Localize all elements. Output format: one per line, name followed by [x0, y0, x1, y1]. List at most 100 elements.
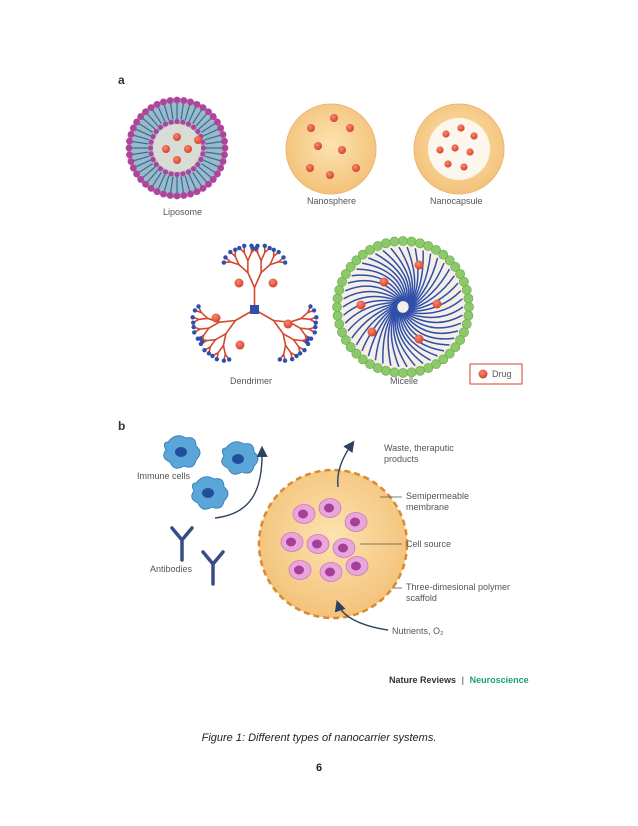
lipid-head	[213, 170, 221, 178]
dendrimer-end-group	[302, 348, 307, 353]
dendrimer-branch	[200, 311, 209, 320]
cell-source-cluster	[280, 498, 369, 582]
dendrimer-branch	[214, 332, 227, 341]
polymer-tail	[394, 310, 416, 367]
polymer-tail	[392, 309, 408, 368]
dendrimer-branch	[292, 338, 304, 342]
lipid-tail	[152, 109, 162, 124]
lipid-head	[160, 190, 167, 198]
dendrimer-branch	[284, 344, 292, 354]
dendrimer-end-group	[250, 245, 255, 251]
drug-particle	[436, 146, 444, 154]
lipid-head	[180, 171, 186, 177]
dendrimer-branch	[282, 332, 287, 347]
dendrimer-end-group	[276, 249, 281, 255]
cell-nucleus	[325, 567, 335, 577]
cell-nucleus	[350, 517, 360, 527]
dendrimer-end-group	[305, 341, 311, 347]
drug-particle	[414, 334, 424, 344]
liposome-inner-heads	[147, 118, 207, 178]
hydrophilic-head	[463, 310, 474, 321]
polymer-tail	[406, 298, 463, 315]
lipid-tail	[192, 109, 202, 124]
lipid-tail	[195, 169, 207, 183]
lipid-tail	[163, 175, 170, 192]
lipid-head	[193, 188, 201, 196]
scaffold-label-line1: Three-dimesional polymer	[406, 582, 510, 592]
drug-particle	[432, 299, 442, 309]
lipid-head	[147, 104, 155, 112]
lipid-tail	[188, 106, 197, 122]
polymer-tail	[374, 306, 398, 361]
hydrophilic-head	[365, 359, 375, 370]
lipid-head	[209, 176, 217, 183]
polymer-tail	[347, 302, 399, 332]
dendrimer-end-group	[277, 357, 283, 362]
antibodies-label: Antibodies	[150, 564, 193, 574]
hydrophilic-head	[464, 302, 474, 312]
dendrimer-end-group	[200, 339, 205, 345]
lipid-tail	[180, 103, 184, 120]
polymer-tail	[399, 312, 438, 357]
drug-particle	[194, 136, 202, 144]
polymer-tail	[408, 262, 445, 310]
drug-particle	[306, 164, 314, 172]
dendrimer-branch	[269, 255, 275, 266]
drug-particle	[451, 144, 459, 152]
lipid-head	[180, 97, 188, 104]
dendrimer-branches	[191, 245, 318, 362]
dendrimer-branch	[299, 327, 310, 330]
dendrimer-branch	[222, 344, 227, 355]
drug-particle	[460, 163, 468, 171]
cell-nucleus	[351, 561, 361, 571]
polymer-tail	[361, 262, 406, 302]
dendrimer-branch	[208, 321, 221, 330]
liposome-label: Liposome	[163, 207, 202, 217]
dendrimer-branch	[229, 261, 240, 266]
polymer-tail	[405, 306, 464, 319]
cell-nucleus	[294, 565, 304, 575]
lipid-head	[150, 156, 156, 163]
drug-particle	[414, 260, 424, 270]
hydrophilic-head	[398, 236, 408, 246]
membrane-label-line2: membrane	[406, 502, 449, 512]
lipid-head	[187, 190, 194, 198]
immune-cell	[221, 441, 259, 475]
lipid-head	[185, 169, 192, 175]
drug-particle	[466, 148, 474, 156]
lipid-head	[133, 170, 141, 178]
figure-caption: Figure 1: Different types of nanocarrier…	[201, 732, 437, 744]
dendrimer-end-group	[255, 243, 260, 249]
hydrophilic-head	[340, 335, 351, 345]
dendrimer-end-group	[267, 245, 272, 251]
hydrophilic-head	[415, 238, 425, 249]
hydrophilic-head	[332, 293, 343, 304]
lipid-tail	[184, 104, 191, 121]
polymer-tail	[356, 268, 406, 302]
dendrimer-branch	[292, 338, 300, 348]
polymer-tail	[406, 246, 416, 306]
drug-particle	[173, 156, 181, 164]
dendrimer-end-group	[294, 353, 299, 359]
hydrophilic-head	[340, 269, 351, 279]
drug-particle	[352, 164, 360, 172]
lipid-head	[205, 180, 212, 188]
dendrimer-branch	[260, 251, 266, 262]
lipid-tail	[163, 104, 170, 121]
hydrophilic-head	[455, 269, 466, 279]
lipid-tail	[142, 118, 156, 130]
polymer-tail	[343, 299, 400, 316]
drug-particle	[326, 171, 334, 179]
lipid-tail	[132, 151, 149, 155]
polymer-tail	[408, 257, 439, 309]
dendrimer-end-group	[191, 320, 196, 325]
micelle-label: Micelle	[390, 376, 418, 386]
lipid-tail	[133, 134, 150, 141]
hydrophilic-head	[337, 276, 347, 287]
drug-particle	[184, 145, 192, 153]
dendrimer-end-group	[221, 260, 227, 265]
lipid-head	[174, 118, 180, 125]
dendrimer-end-group	[281, 255, 286, 260]
lipid-head	[200, 151, 206, 157]
